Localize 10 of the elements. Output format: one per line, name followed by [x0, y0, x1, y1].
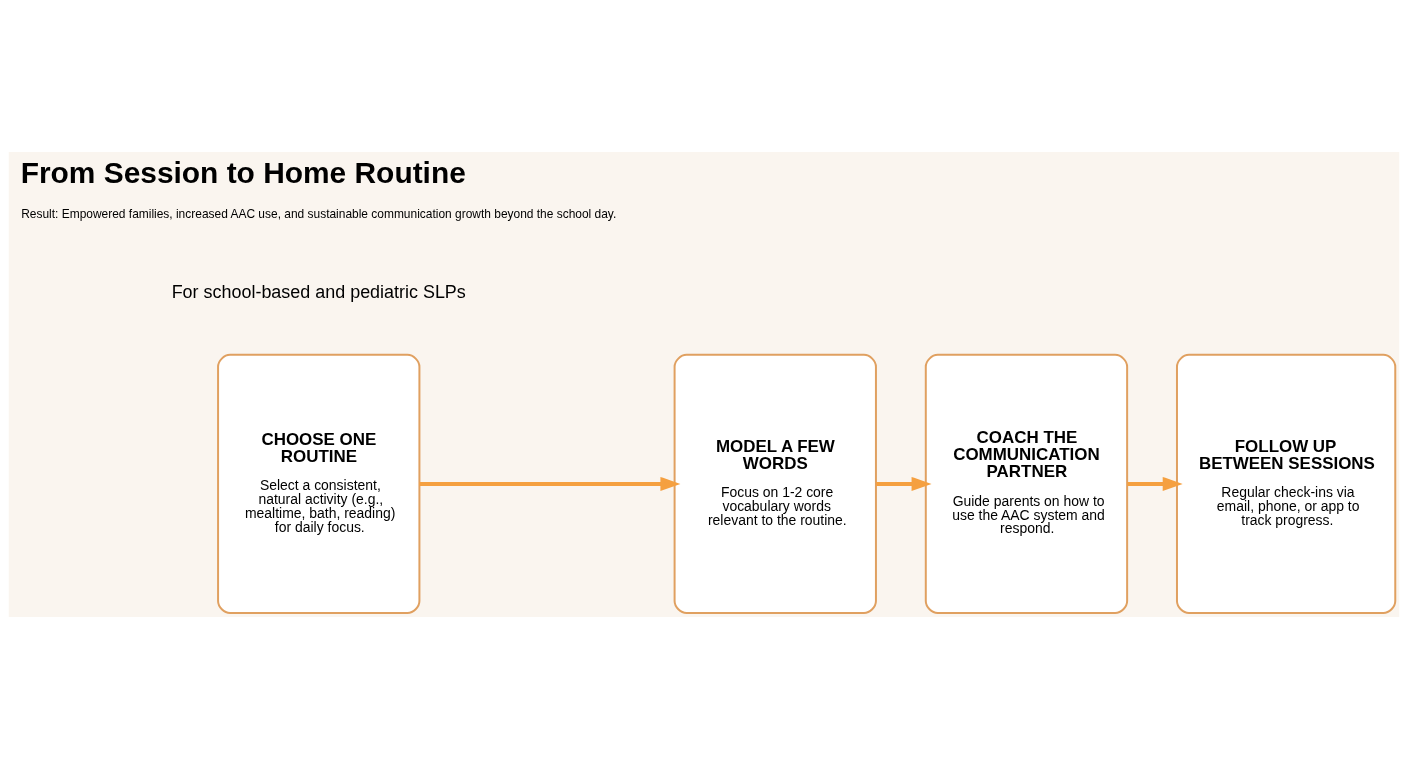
- arrow: [419, 476, 681, 491]
- label: For school-based and pediatric SLPs: [171, 281, 466, 302]
- diagram-title: From Session to Home Routine: [20, 155, 466, 189]
- arrow: [1127, 476, 1183, 491]
- node-box: CHOOSE ONE ROUTINE Select a consistent, natural activity (e.g., mealtime, bath, reading) for daily focus.: [217, 353, 421, 614]
- node-box: COACH THE COMMUNICATION PARTNER Guide parents on how to use the AAC system and respond.: [924, 353, 1129, 614]
- arrow: [876, 476, 932, 491]
- node-box: MODEL A FEW WORDS Focus on 1-2 core vocabulary words relevant to the routine.: [673, 353, 877, 614]
- node-box: FOLLOW UP BETWEEN SESSIONS Regular check-ins via email, phone, or app to track progress.: [1175, 353, 1397, 614]
- label: Result: Empowered families, increased AAC use, and sustainable communication growth beyond the school day.: [21, 206, 617, 221]
